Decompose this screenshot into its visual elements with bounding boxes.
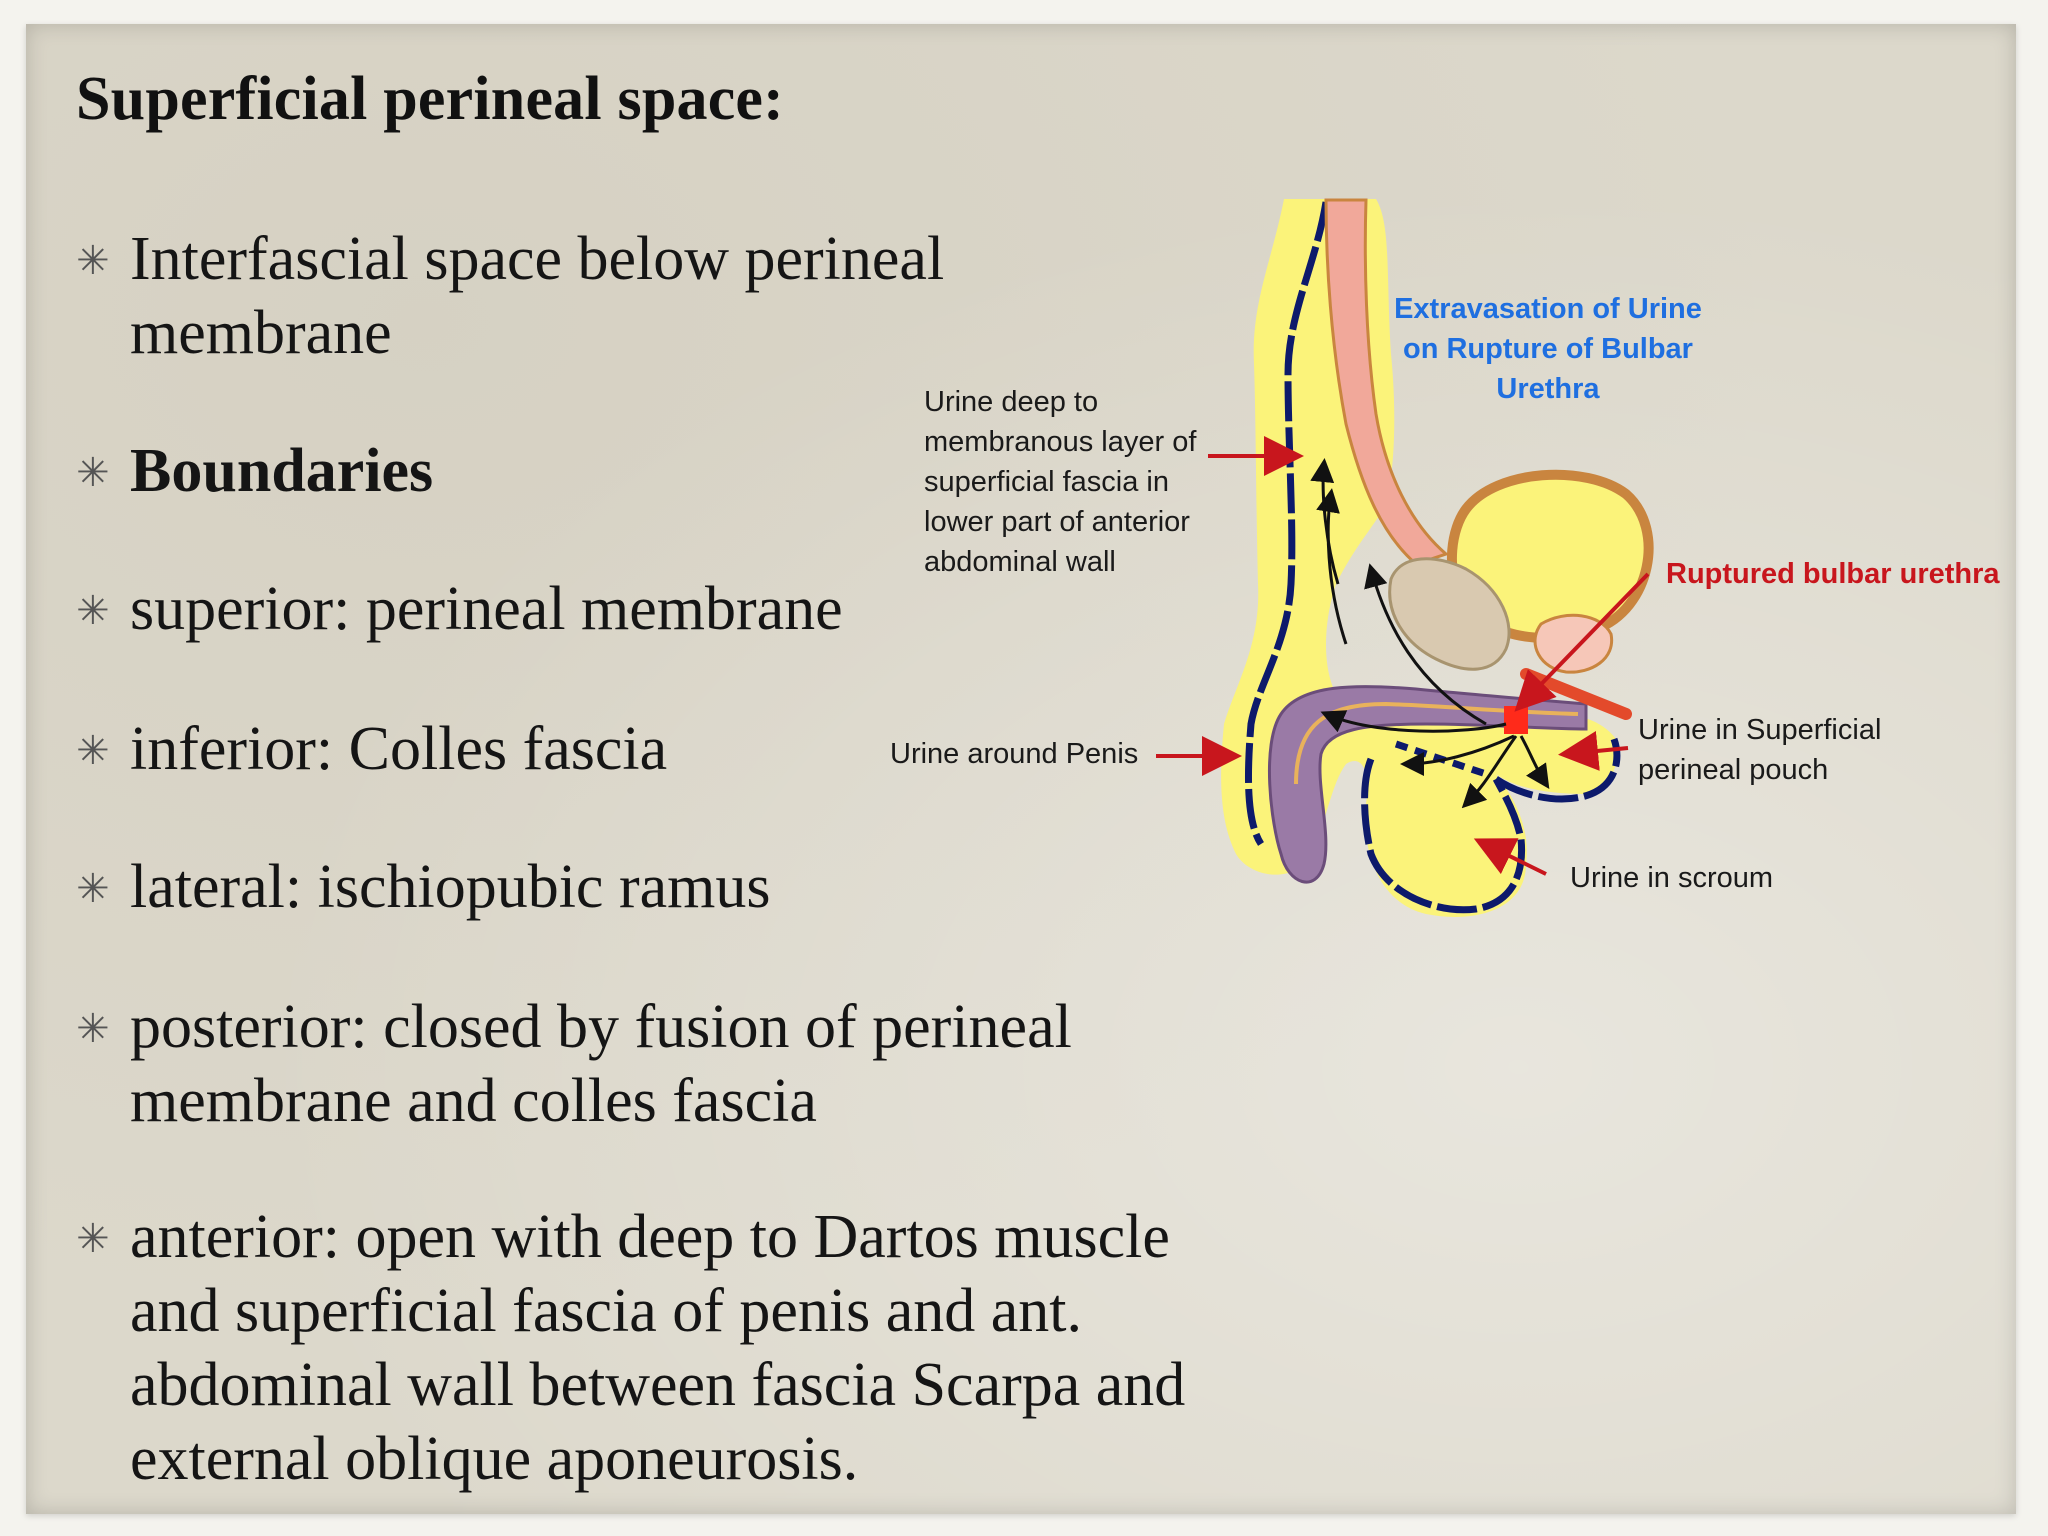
bullet-item: ✳ superior: perineal membrane	[76, 572, 1276, 646]
label-around-penis: Urine around Penis	[890, 738, 1139, 770]
pubic-bone-shape	[1388, 557, 1511, 671]
bullet-text: Interfascial space below perineal membra…	[130, 225, 945, 367]
bullet-item: ✳ Interfascial space below perineal memb…	[76, 222, 1276, 370]
label-arrows	[1156, 436, 1650, 876]
asterisk-bullet-icon: ✳	[76, 866, 110, 912]
asterisk-bullet-icon: ✳	[76, 588, 110, 634]
bullet-text: lateral: ischiopubic ramus	[130, 853, 771, 921]
urine-flow-arrows	[1310, 458, 1550, 809]
slide-title: Superficial perineal space:	[76, 65, 784, 133]
bullet-text: posterior: closed by fusion of perineal …	[130, 993, 1072, 1135]
urine-extravasation-diagram	[1156, 198, 1654, 917]
bullet-item: ✳ posterior: closed by fusion of perinea…	[76, 990, 1276, 1138]
slide: Superficial perineal space: ✳ Interfasci…	[26, 24, 2016, 1514]
label-scrotum: Urine in scroum	[1570, 862, 1774, 894]
bullet-text: inferior: Colles fascia	[130, 715, 668, 783]
bullet-text: superior: perineal membrane	[130, 575, 843, 643]
bullet-item: ✳ lateral: ischiopubic ramus	[76, 850, 1276, 924]
label-abdominal-wall: Urine deep to membranous layer of superf…	[924, 386, 1197, 578]
asterisk-bullet-icon: ✳	[76, 238, 110, 284]
bullet-text: anterior: open with deep to Dartos muscl…	[130, 1203, 1186, 1493]
label-superficial-pouch: Urine in Superficial perineal pouch	[1638, 714, 1882, 786]
asterisk-bullet-icon: ✳	[76, 450, 110, 496]
bullet-item: ✳ Boundaries	[76, 434, 1276, 508]
diagram-heading: Extravasation of Urine on Rupture of Bul…	[1394, 293, 1702, 405]
bullet-item: ✳ anterior: open with deep to Dartos mus…	[76, 1200, 1276, 1496]
bullet-item: ✳ inferior: Colles fascia	[76, 712, 1276, 786]
colles-fascia-line	[1244, 201, 1621, 914]
asterisk-bullet-icon: ✳	[76, 728, 110, 774]
asterisk-bullet-icon: ✳	[76, 1006, 110, 1052]
asterisk-bullet-icon: ✳	[76, 1216, 110, 1262]
label-ruptured-bulbar-urethra: Ruptured bulbar urethra	[1666, 558, 2000, 590]
bullet-text: Boundaries	[130, 437, 434, 505]
rupture-site-shape	[1504, 706, 1528, 734]
